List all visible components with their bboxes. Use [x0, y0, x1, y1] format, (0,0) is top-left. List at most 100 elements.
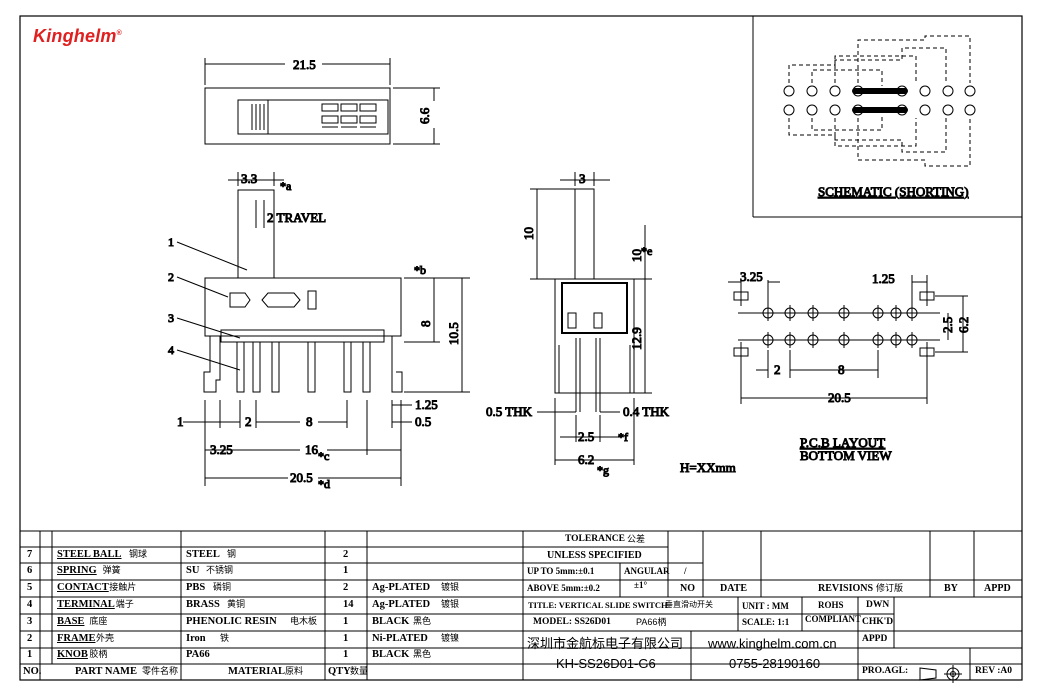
- bom-part-name-cn: 弹簧: [102, 565, 121, 575]
- bom-material: PHENOLIC RESIN: [186, 616, 277, 627]
- bom-qty: 1: [343, 565, 349, 576]
- dim-10: 10: [521, 227, 536, 240]
- bom-part-name: FRAME: [57, 633, 96, 644]
- note-b: *b: [414, 263, 426, 277]
- bom-part-name: CONTACT: [57, 582, 109, 593]
- thk-left: 0.5 THK: [486, 404, 533, 419]
- bom-header-part: PART NAME: [75, 666, 137, 677]
- title-label-cn: 垂直滑动开关: [665, 600, 713, 609]
- bom-material: BRASS: [186, 599, 220, 610]
- bom-finish: Ni-PLATED: [372, 633, 428, 644]
- bom-finish-cn: 黑色: [413, 616, 432, 626]
- schematic-terminal: [964, 104, 976, 116]
- schematic-terminal: [806, 104, 818, 116]
- schematic-title: SCHEMATIC (SHORTING): [818, 184, 969, 199]
- bom-row-no: 6: [27, 565, 33, 576]
- dim-3-3: 3.3: [241, 171, 257, 186]
- bom-part-name: TERMINAL: [57, 599, 115, 610]
- unit-label: UNIT : MM: [742, 601, 789, 611]
- pcb-dim-20-5: 20.5: [828, 390, 851, 405]
- schematic-terminal: [964, 85, 976, 97]
- bom-header-qty: QTY: [328, 666, 351, 677]
- bom-part-name-cn: 接触片: [109, 582, 137, 592]
- bom-part-name: STEEL BALL: [57, 549, 122, 560]
- bom-row-no: 3: [27, 616, 33, 627]
- dim-10-5: 10.5: [446, 322, 461, 345]
- bom-material-cn: 黄铜: [227, 599, 246, 609]
- bom-finish: Ag-PLATED: [372, 582, 431, 593]
- bom-finish: BLACK: [372, 616, 410, 627]
- bom-qty: 1: [343, 649, 349, 660]
- pcb-dim-3-25: 3.25: [740, 269, 763, 284]
- dim-21-5: 21.5: [293, 57, 316, 72]
- h-note: H=XXmm: [680, 460, 736, 475]
- bom-part-name-cn: 底座: [89, 616, 108, 626]
- note-a: *a: [280, 179, 292, 193]
- bom-material-cn: 不锈钢: [206, 565, 234, 575]
- schematic-terminal: [919, 85, 931, 97]
- thk-right: 0.4 THK: [623, 404, 670, 419]
- pcb-dim-6-2: 6.2: [956, 317, 971, 333]
- schematic-terminal: [806, 85, 818, 97]
- callout-3: 3: [168, 311, 174, 325]
- tolerance-label: TOLERANCE: [565, 534, 626, 544]
- note-e: *e: [641, 244, 652, 258]
- bom-finish-cn: 镀银: [441, 582, 460, 592]
- note-f: *f: [618, 430, 628, 444]
- bom-part-name: SPRING: [57, 565, 97, 576]
- bom-qty: 1: [343, 616, 349, 627]
- angle-tolerance: ±1°: [634, 580, 648, 590]
- bom-finish-cn: 镀银: [441, 599, 460, 609]
- note-d: *d: [318, 477, 330, 491]
- bom-finish-cn: 镀镍: [441, 633, 460, 643]
- tolerance-up-to: UP TO 5mm:±0.1: [527, 566, 595, 576]
- dim-6-6: 6.6: [417, 107, 432, 124]
- phone-number: 0755-28190160: [729, 656, 821, 671]
- bom-material-cn: 钢: [227, 549, 237, 559]
- chkd-label: CHK'D: [862, 617, 894, 627]
- dim-1-25: 1.25: [415, 397, 438, 412]
- scale-label: SCALE: 1:1: [742, 617, 790, 627]
- tolerance-label-cn: 公差: [627, 534, 646, 544]
- callout-2: 2: [168, 270, 174, 284]
- compliant-label: COMPLIANT: [805, 614, 861, 624]
- unless-specified: UNLESS SPECIFIED: [547, 550, 642, 561]
- tolerance-above: ABOVE 5mm:±0.2: [527, 583, 600, 593]
- dim-2-5-end: 2.5: [578, 429, 594, 444]
- bom-finish: Ag-PLATED: [372, 599, 431, 610]
- pcb-dim-2-5: 2.5: [940, 317, 955, 333]
- bom-material: PA66: [186, 649, 210, 660]
- schematic-terminal: [919, 104, 931, 116]
- revision-label: REV :A0: [975, 666, 1013, 676]
- angular-label: ANGULAR: [624, 566, 670, 576]
- dim-3-25: 3.25: [210, 442, 233, 457]
- bom-part-name-cn: 端子: [115, 599, 134, 609]
- dim-2: 2: [245, 414, 252, 429]
- kinghelm-logo: Kinghelm®: [33, 26, 122, 46]
- schematic-panel: [752, 16, 1022, 218]
- bom-row-no: 7: [27, 549, 33, 560]
- callout-1: 1: [168, 235, 174, 249]
- appd-header: APPD: [984, 583, 1011, 594]
- bom-part-name-cn: 胶柄: [89, 649, 108, 659]
- schematic-terminal: [829, 85, 841, 97]
- bom-header-material: MATERIAL: [228, 666, 285, 677]
- dim-16: 16: [305, 442, 319, 457]
- bom-row-no: 2: [27, 633, 33, 644]
- dim-20-5-side: 20.5: [290, 470, 313, 485]
- dim-0-5: 0.5: [415, 414, 431, 429]
- bom-finish-cn: 黑色: [413, 649, 432, 659]
- pcb-dim-1-25: 1.25: [872, 271, 895, 286]
- end-view: [530, 172, 652, 465]
- revisions-header-cn: 修订版: [876, 583, 904, 593]
- callout-4: 4: [168, 343, 174, 357]
- schematic-terminal: [942, 104, 954, 116]
- top-view: [204, 58, 440, 145]
- dim-1: 1: [177, 414, 184, 429]
- dim-3: 3: [579, 171, 586, 186]
- bom-material: SU: [186, 565, 200, 576]
- pcb-layout: [728, 275, 968, 404]
- sheet-border: [19, 15, 1023, 681]
